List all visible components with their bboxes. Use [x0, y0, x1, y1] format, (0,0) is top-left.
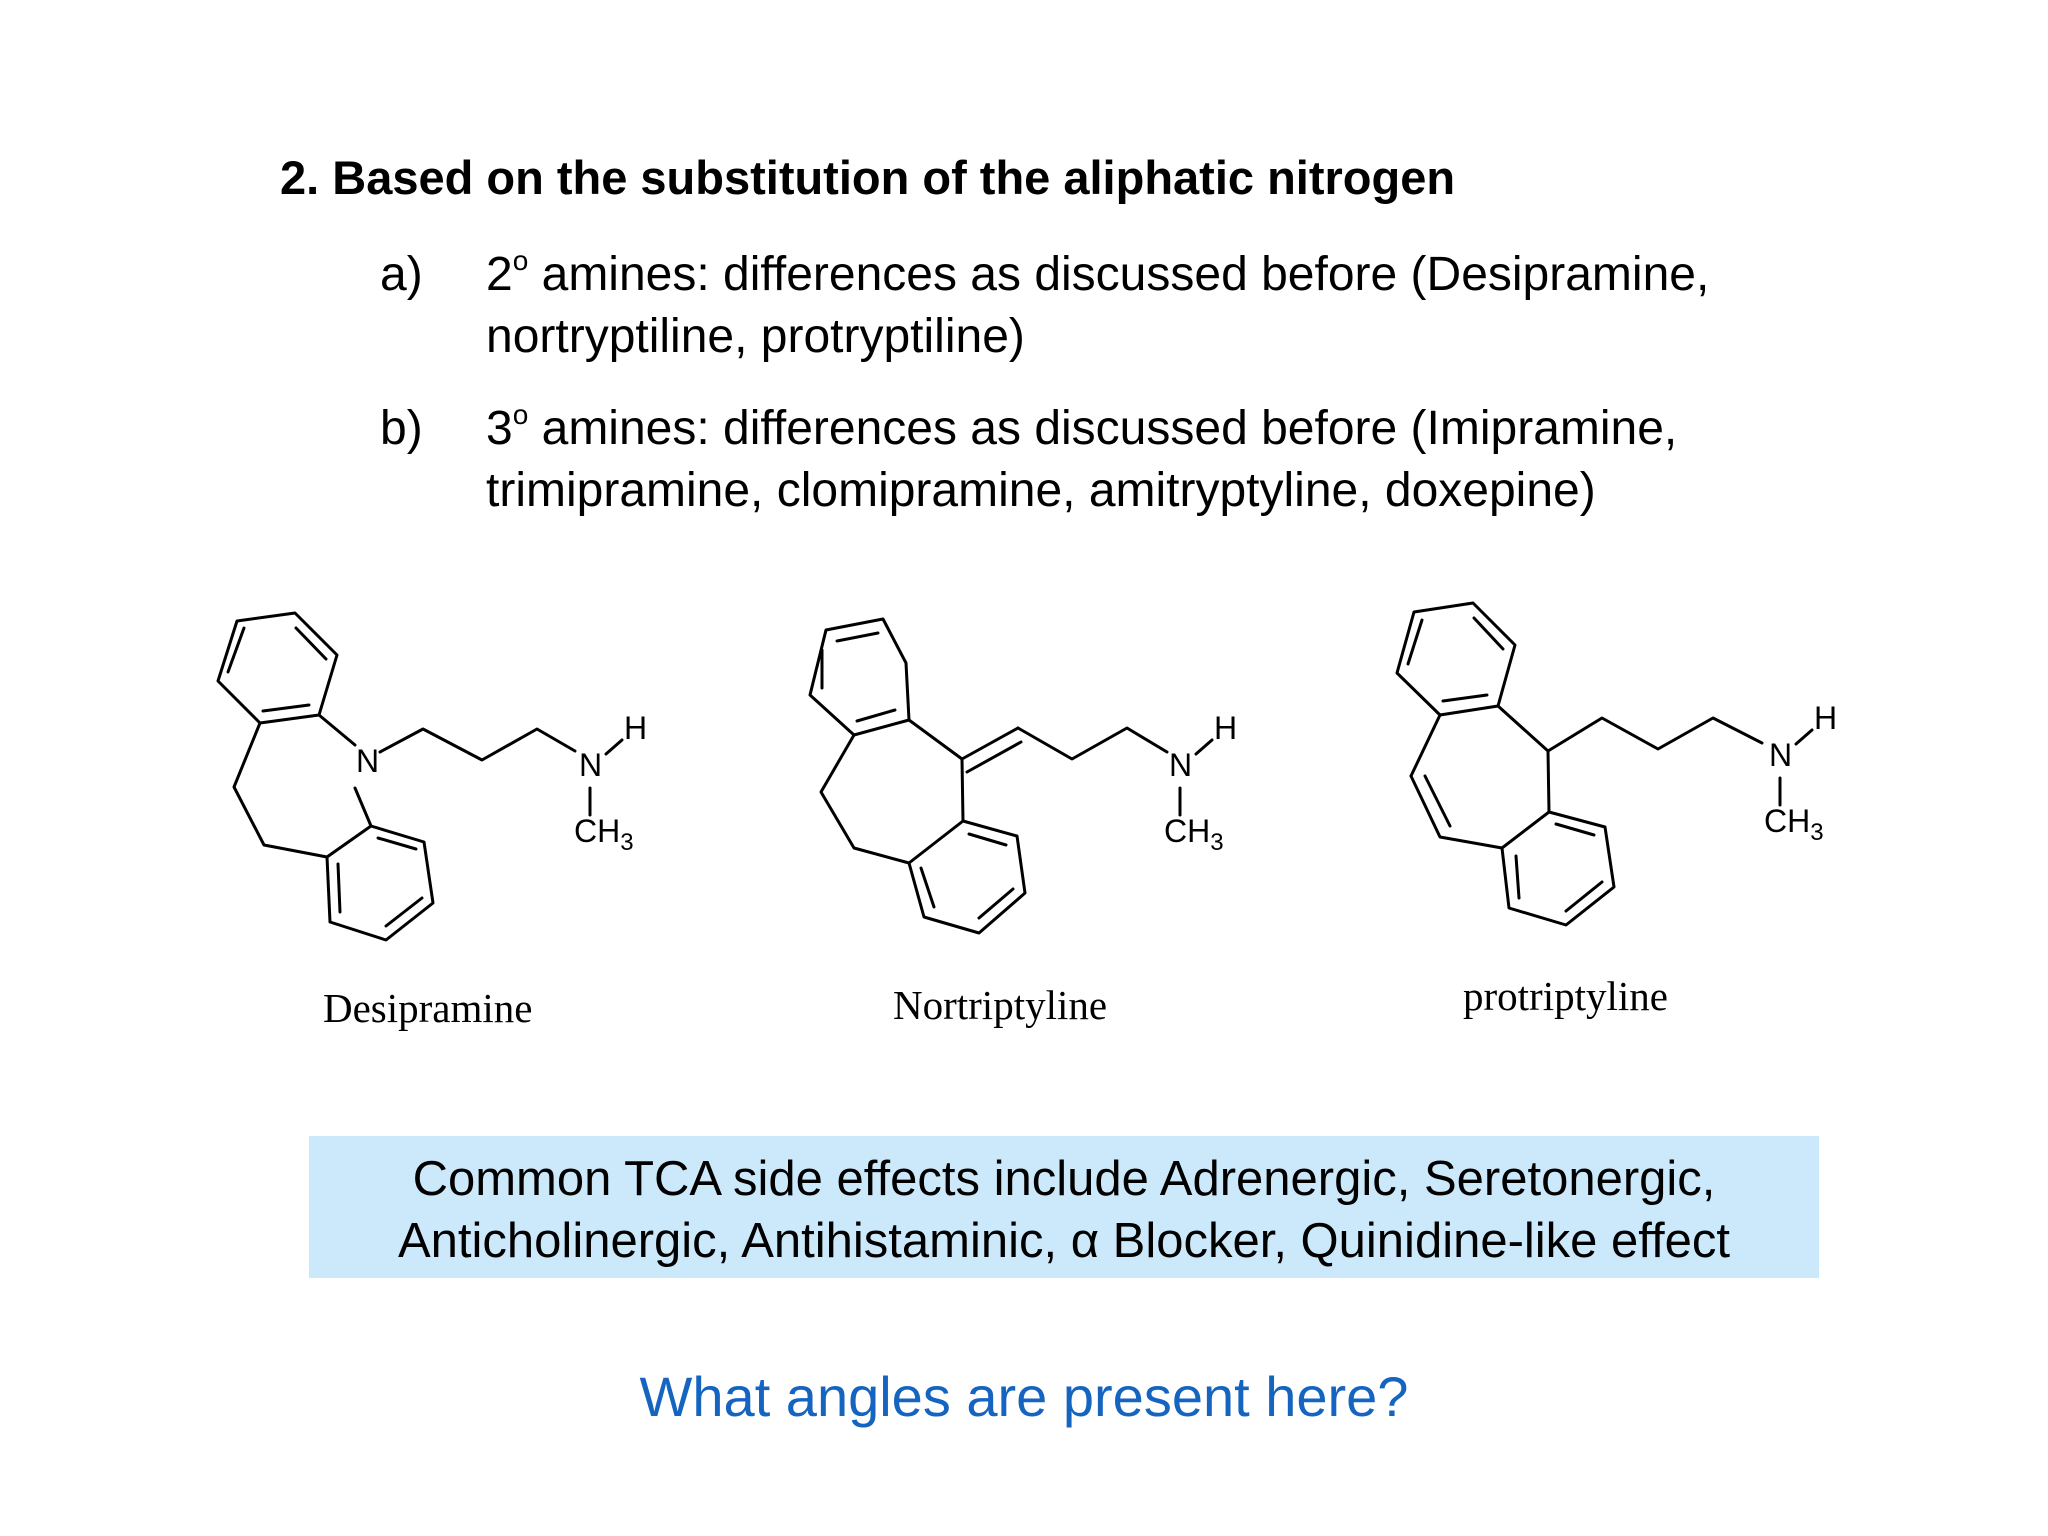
- amine-hydrogen-label: H: [624, 710, 647, 746]
- structure-desipramine-skeleton: [216, 611, 624, 942]
- amine-nitrogen-label: N: [1769, 737, 1792, 773]
- methyl-label: CH3: [1164, 813, 1224, 856]
- methyl-subscript: 3: [620, 829, 633, 856]
- structure-nortriptyline-skeleton: [808, 617, 1214, 935]
- degree-superscript: o: [512, 399, 529, 430]
- degree-number: 2: [486, 248, 513, 301]
- callout-line-1: Common TCA side effects include Adrenerg…: [412, 1152, 1716, 1206]
- methyl-label: CH3: [1764, 803, 1824, 846]
- amine-nitrogen-label: N: [1169, 747, 1192, 783]
- list-item-body: amines: differences as discussed before …: [486, 248, 1710, 363]
- methyl-text: CH: [574, 813, 620, 849]
- amine-nitrogen-label: N: [579, 747, 602, 783]
- list-item-text: 3o amines: differences as discussed befo…: [486, 398, 1906, 522]
- methyl-label: CH3: [574, 813, 634, 856]
- methyl-text: CH: [1164, 813, 1210, 849]
- chemical-structures: N N H CH3 N H CH3 N H CH3: [216, 601, 1837, 942]
- degree-number: 3: [486, 402, 513, 455]
- structure-name-desipramine: Desipramine: [323, 985, 533, 1031]
- structure-name-nortriptyline: Nortriptyline: [893, 982, 1108, 1028]
- structure-name-protriptyline: protriptyline: [1463, 973, 1668, 1019]
- list-marker: b): [380, 402, 423, 455]
- list-item-body: amines: differences as discussed before …: [486, 402, 1678, 517]
- methyl-text: CH: [1764, 803, 1810, 839]
- amine-hydrogen-label: H: [1814, 700, 1837, 736]
- structure-protriptyline-skeleton: [1395, 601, 1814, 927]
- discussion-question: What angles are present here?: [639, 1365, 1409, 1428]
- callout-line-2: Anticholinergic, Antihistaminic, α Block…: [398, 1214, 1730, 1268]
- degree-superscript: o: [512, 245, 529, 276]
- ring-nitrogen-label: N: [356, 743, 379, 779]
- list-item-text: 2o amines: differences as discussed befo…: [486, 244, 1906, 368]
- methyl-subscript: 3: [1810, 819, 1823, 846]
- methyl-subscript: 3: [1210, 829, 1223, 856]
- slide-heading: 2. Based on the substitution of the alip…: [280, 151, 1456, 204]
- side-effects-callout: Common TCA side effects include Adrenerg…: [309, 1136, 1819, 1278]
- list-marker: a): [380, 248, 423, 301]
- amine-hydrogen-label: H: [1214, 710, 1237, 746]
